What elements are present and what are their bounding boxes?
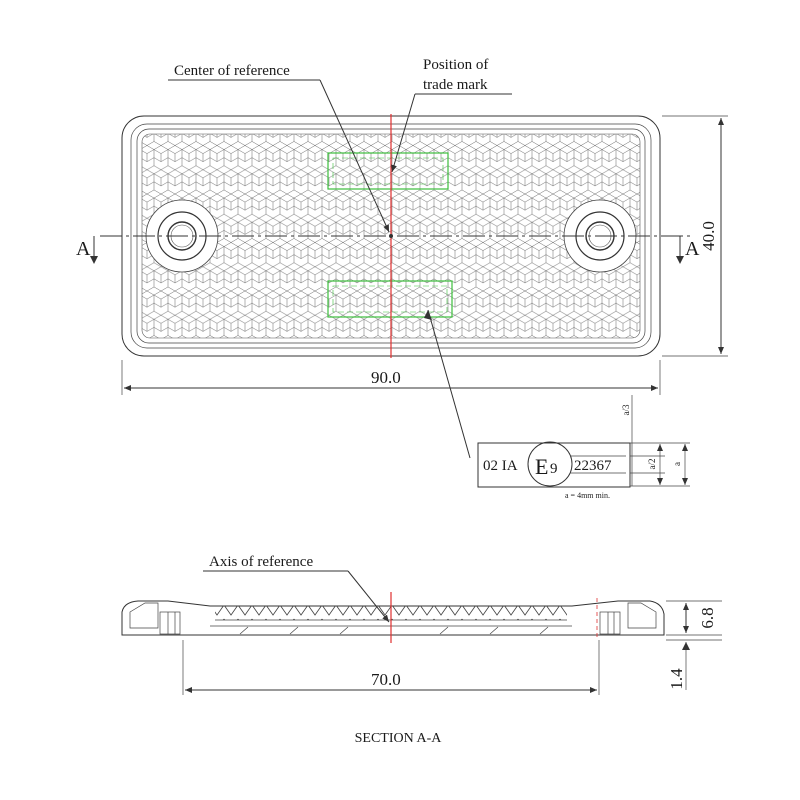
section-title: SECTION A-A: [355, 731, 443, 746]
section-left-boss: [129, 602, 181, 635]
center-of-reference-point: [389, 234, 393, 238]
approval-mark: 02 IA E 9 22367 a/3 a/2 a a = 4mm min.: [424, 309, 690, 500]
svg-text:A: A: [685, 238, 700, 260]
svg-text:02 IA: 02 IA: [483, 458, 518, 474]
dimension-thickness: 6.8: [666, 600, 722, 641]
section-outer-profile: [121, 600, 665, 636]
svg-text:a/3: a/3: [621, 404, 631, 415]
trade-mark-area-upper: [327, 152, 449, 190]
svg-text:90.0: 90.0: [371, 368, 401, 387]
svg-text:Axis of reference: Axis of reference: [209, 554, 313, 570]
approval-leader: [427, 309, 471, 459]
svg-text:70.0: 70.0: [371, 670, 401, 689]
dimension-height: 40.0: [662, 115, 728, 357]
callout-axis-of-reference: Axis of reference: [203, 554, 390, 623]
dimension-width: 90.0: [121, 360, 661, 395]
svg-text:E: E: [535, 454, 548, 479]
svg-text:40.0: 40.0: [699, 221, 718, 251]
e-mark-circle: [527, 441, 573, 487]
trade-mark-area-lower: [327, 280, 453, 318]
svg-text:A: A: [76, 238, 91, 260]
svg-text:6.8: 6.8: [698, 607, 717, 628]
callout-center-of-reference: Center of reference: [168, 63, 390, 233]
dimension-base: 1.4: [667, 642, 690, 690]
svg-text:a: a: [672, 462, 682, 466]
svg-text:22367: 22367: [574, 458, 612, 474]
dimension-hole-spacing: 70.0: [182, 640, 600, 695]
svg-text:9: 9: [550, 461, 558, 477]
section-hatching: [239, 626, 549, 635]
svg-text:Position of: Position of: [423, 57, 488, 73]
svg-text:Center of reference: Center of reference: [174, 63, 290, 79]
svg-text:a = 4mm min.: a = 4mm min.: [565, 491, 610, 500]
svg-text:a/2: a/2: [647, 459, 657, 470]
section-marker-right: A: [676, 236, 700, 264]
section-marker-left: A: [76, 236, 98, 264]
svg-text:1.4: 1.4: [667, 668, 686, 690]
section-right-boss: [599, 602, 657, 635]
svg-text:trade mark: trade mark: [423, 77, 488, 93]
callout-position-of-trade-mark: Position of trade mark: [391, 57, 512, 173]
top-view: A A: [76, 114, 700, 358]
section-view: [121, 592, 665, 643]
approval-box: [477, 442, 631, 488]
